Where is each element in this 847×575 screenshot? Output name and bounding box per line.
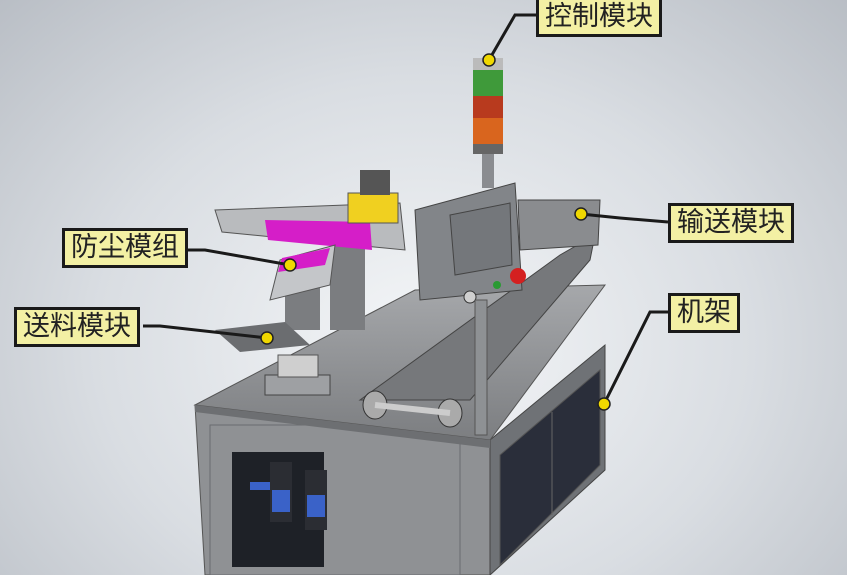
feeding-dot bbox=[260, 331, 274, 345]
label-conveyor-module: 输送模块 bbox=[668, 203, 794, 243]
cabinet-door bbox=[499, 368, 601, 567]
conveyor-dot bbox=[574, 207, 588, 221]
stack-light-green bbox=[473, 70, 503, 96]
dustproof-dot bbox=[283, 258, 297, 272]
frame-dot bbox=[597, 397, 611, 411]
control-dot bbox=[482, 53, 496, 67]
stack-light-orange bbox=[473, 118, 503, 144]
dust-cover bbox=[265, 220, 372, 250]
label-control-module: 控制模块 bbox=[536, 0, 662, 37]
label-feeding-module: 送料模块 bbox=[14, 307, 140, 347]
label-dustproof-module: 防尘模组 bbox=[62, 228, 188, 268]
label-frame: 机架 bbox=[668, 293, 740, 333]
stack-light-red bbox=[473, 96, 503, 118]
